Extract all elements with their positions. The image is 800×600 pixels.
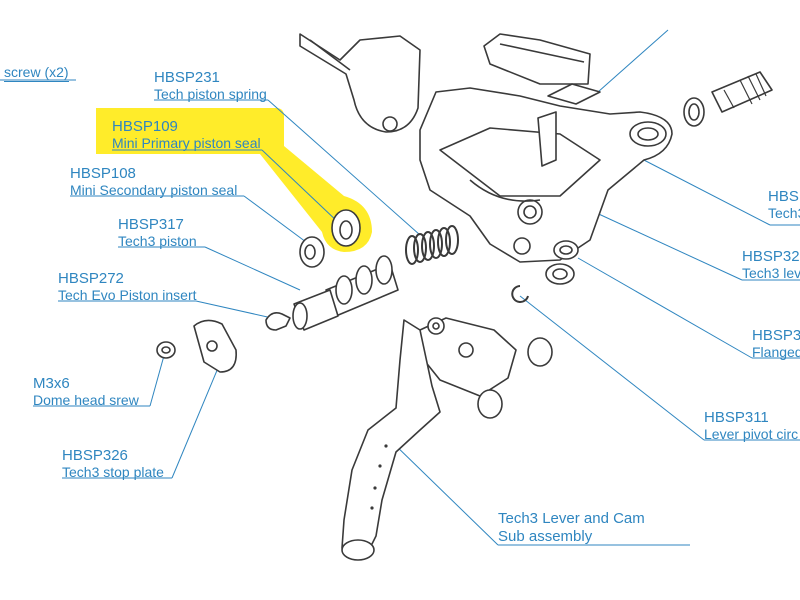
highlight-callout <box>96 108 372 252</box>
small-screw <box>265 312 291 331</box>
clamp-hole <box>382 116 398 132</box>
hbsp272-name: Tech Evo Piston insert <box>58 287 197 303</box>
label-right2: HBSP32 Tech3 lev <box>742 248 800 282</box>
hbsp272-code: HBSP272 <box>58 270 124 287</box>
hbsp317-name: Tech3 piston <box>118 233 197 249</box>
right2-code: HBSP32 <box>742 248 800 265</box>
hbsp311-code: HBSP311 <box>704 409 769 426</box>
right3-code: HBSP3 <box>752 327 800 344</box>
hbsp317-code: HBSP317 <box>118 216 184 233</box>
label-screw-text: screw (x2) <box>4 64 69 82</box>
lever-line1: Tech3 Lever and Cam <box>498 510 645 527</box>
hbsp311-name: Lever pivot circ <box>704 426 799 442</box>
label-right3: HBSP3 Flanged <box>752 327 800 361</box>
label-hbsp109: HBSP109 Mini Primary piston seal <box>112 118 261 152</box>
hbsp326-name: Tech3 stop plate <box>62 464 164 480</box>
label-screw: screw (x2) <box>4 64 69 82</box>
lever-line2: Sub assembly <box>498 528 593 545</box>
hbsp231-name: Tech piston spring <box>154 86 267 102</box>
reach-knob <box>527 337 553 367</box>
body-bolt <box>537 111 557 167</box>
clamp-body <box>299 33 421 133</box>
bleed-plug <box>547 83 601 105</box>
hbsp326-code: HBSP326 <box>62 447 128 464</box>
label-lever-assembly: Tech3 Lever and Cam Sub assembly <box>498 510 645 546</box>
leader-lines <box>0 29 800 546</box>
label-hbsp108: HBSP108 Mini Secondary piston seal <box>70 165 238 199</box>
hbsp108-code: HBSP108 <box>70 165 136 182</box>
hbsp108-name: Mini Secondary piston seal <box>70 182 238 198</box>
circlip <box>511 285 529 303</box>
piston-spring <box>405 225 459 265</box>
label-hbsp231: HBSP231 Tech piston spring <box>154 69 267 103</box>
free-stroke-knob <box>477 389 503 419</box>
lever-tip <box>341 539 375 561</box>
hbsp109-name: Mini Primary piston seal <box>112 135 261 151</box>
hbsp231-code: HBSP231 <box>154 69 220 86</box>
right1-code: HBSI <box>768 188 800 205</box>
banjo-fitting <box>711 71 773 113</box>
right3-name: Flanged <box>752 344 800 360</box>
label-right1: HBSI Tech3 <box>768 188 800 222</box>
m3x6-code: M3x6 <box>33 375 70 392</box>
label-m3x6: M3x6 Dome head srew <box>33 375 139 409</box>
reservoir-cap <box>483 33 591 85</box>
right2-name: Tech3 lev <box>742 265 800 281</box>
label-hbsp317: HBSP317 Tech3 piston <box>118 216 197 250</box>
m3x6-name: Dome head srew <box>33 392 139 408</box>
parts <box>156 33 773 561</box>
right1-name: Tech3 <box>768 205 800 221</box>
hbsp109-code: HBSP109 <box>112 118 178 135</box>
label-hbsp311: HBSP311 Lever pivot circ <box>704 409 799 443</box>
lever-blade <box>341 319 441 559</box>
label-hbsp272: HBSP272 Tech Evo Piston insert <box>58 270 197 304</box>
label-hbsp326: HBSP326 Tech3 stop plate <box>62 447 164 481</box>
